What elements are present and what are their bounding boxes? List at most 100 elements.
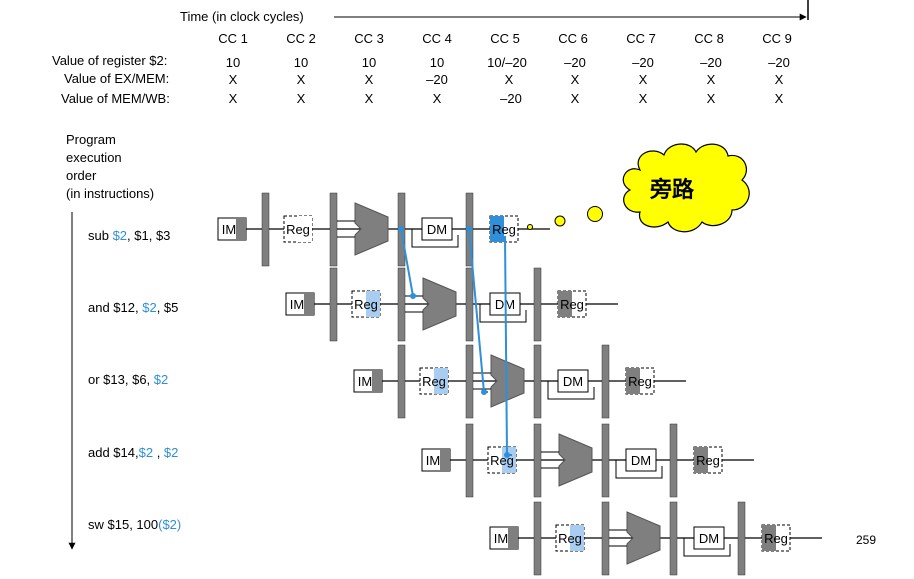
cell: X xyxy=(570,91,580,106)
im-label: IM xyxy=(290,297,304,312)
program-order-label: Program execution order (in instructions… xyxy=(66,131,154,203)
reg-read-label: Reg xyxy=(354,297,378,312)
cell: –20 xyxy=(564,55,586,70)
forward-dot xyxy=(398,226,404,232)
thought-bubble xyxy=(587,206,603,222)
dm-bypass-wire xyxy=(547,381,595,400)
forwarding-paths xyxy=(400,228,512,456)
cell: X xyxy=(364,91,374,106)
im-label: IM xyxy=(222,222,236,237)
instruction-sw: sw $15, 100($2) xyxy=(88,517,182,532)
pipeline-register xyxy=(601,344,610,419)
pipeline-register xyxy=(669,501,678,576)
pipeline-register xyxy=(533,423,542,498)
pipeline-register xyxy=(533,501,542,576)
reg-write-shade xyxy=(762,525,776,551)
cell: 10 xyxy=(225,55,241,70)
im-label: IM xyxy=(426,453,440,468)
alu-shape xyxy=(626,511,661,565)
cycle-label: CC 1 xyxy=(218,31,248,46)
reg-write-label: Reg xyxy=(764,531,788,546)
order-label-line: order xyxy=(66,168,97,183)
alu-shape xyxy=(490,354,525,408)
reg-read-shade xyxy=(366,291,380,317)
cell: –20 xyxy=(426,72,448,87)
reg-write-label: Reg xyxy=(560,297,584,312)
dm-box xyxy=(625,448,657,472)
dm-label: DM xyxy=(631,453,651,468)
pipeline-register xyxy=(329,267,338,342)
im-shade xyxy=(440,449,450,471)
dm-bypass-wire xyxy=(411,229,459,248)
dm-bypass-wire xyxy=(479,304,527,323)
time-axis-label: Time (in clock cycles) xyxy=(180,9,304,24)
reg-write-label: Reg xyxy=(492,222,516,237)
reg-read-label: Reg xyxy=(558,531,582,546)
cloud-shape xyxy=(622,143,750,233)
cell: –20 xyxy=(700,55,722,70)
pipeline-register xyxy=(465,423,474,498)
reg-write-shade xyxy=(694,447,708,473)
reg-write-label: Reg xyxy=(696,453,720,468)
cycle-label: CC 3 xyxy=(354,31,384,46)
pipeline-register xyxy=(397,267,406,342)
cell: –20 xyxy=(632,55,654,70)
reg-write-shade xyxy=(490,216,504,242)
cell: X xyxy=(706,91,716,106)
order-label-line: Program xyxy=(66,132,116,147)
dm-label: DM xyxy=(563,374,583,389)
dm-label: DM xyxy=(699,531,719,546)
cycle-label: CC 7 xyxy=(626,31,656,46)
reg-write-label: Reg xyxy=(628,374,652,389)
reg-read-shade xyxy=(570,525,584,551)
cell: X xyxy=(774,72,784,87)
pipeline-register xyxy=(329,192,338,267)
forward-dot xyxy=(466,226,472,232)
page-number: 259 xyxy=(856,533,877,547)
bypass-callout: 旁路 xyxy=(650,177,695,202)
cycle-label: CC 5 xyxy=(490,31,520,46)
alu-shape xyxy=(558,433,593,487)
forward-reg-to-add xyxy=(504,235,512,456)
dm-box xyxy=(421,217,453,241)
pipeline-register xyxy=(465,267,474,342)
dm-bypass-wire xyxy=(683,538,731,557)
cell: X xyxy=(570,72,580,87)
alu-shape xyxy=(354,202,389,256)
row-label: Value of EX/MEM: xyxy=(64,71,170,86)
pipeline-register xyxy=(533,267,542,342)
dm-box xyxy=(693,526,725,550)
row-label: Value of register $2: xyxy=(52,53,168,68)
forward-dot xyxy=(504,452,510,458)
cycle-label: CC 6 xyxy=(558,31,588,46)
cycle-label: CC 4 xyxy=(422,31,452,46)
cycle-label: CC 9 xyxy=(762,31,792,46)
pipeline-register xyxy=(601,423,610,498)
cell: 10/–20 xyxy=(487,55,527,70)
cell: X xyxy=(638,91,648,106)
pipeline-register xyxy=(533,344,542,419)
pipeline-register xyxy=(397,344,406,419)
im-shade xyxy=(236,218,246,240)
cell: X xyxy=(706,72,716,87)
dm-label: DM xyxy=(427,222,447,237)
pipeline-register xyxy=(261,192,270,267)
thought-bubble xyxy=(554,215,566,227)
cell: X xyxy=(364,72,374,87)
pipeline-register xyxy=(465,344,474,419)
im-label: IM xyxy=(358,374,372,389)
forward-dot xyxy=(410,293,416,299)
thought-bubble xyxy=(527,224,533,230)
forward-dots xyxy=(398,226,510,458)
dm-box xyxy=(557,369,589,393)
dm-bypass-wire xyxy=(615,460,663,479)
cell: X xyxy=(296,72,306,87)
reg-write-shade xyxy=(626,368,640,394)
cell: 10 xyxy=(429,55,445,70)
cell: –20 xyxy=(500,91,522,106)
im-label: IM xyxy=(494,531,508,546)
cell: X xyxy=(774,91,784,106)
thought-bubbles xyxy=(527,206,603,230)
